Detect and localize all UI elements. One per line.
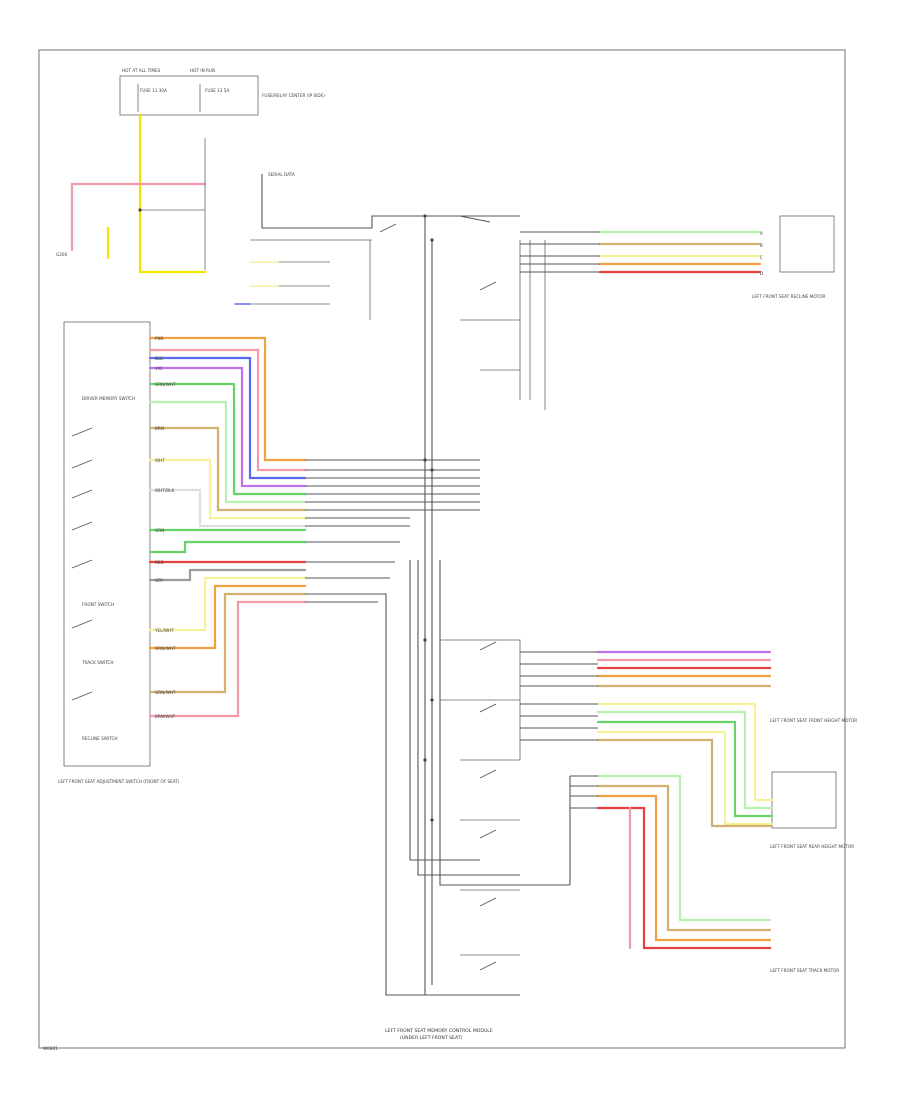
rear-height-motor-label: LEFT FRONT SEAT REAR HEIGHT MOTOR [770,844,854,849]
driver-memory-label: DRIVER MEMORY SWITCH [82,396,135,401]
module-bus [369,216,570,995]
rear-height-motor-group: LEFT FRONT SEAT REAR HEIGHT MOTOR [520,702,854,849]
wire-label-8: RED [155,560,164,565]
fuse-left-label: FUSE 11 30A [140,88,167,93]
diagram-border [38,49,846,1049]
motor-pin-c: C [760,255,763,260]
wire-label-9: GRY [155,578,164,583]
fuse-panel-box [119,75,259,116]
motor-pin-a: A [760,231,763,236]
front-height-motor-label: LEFT FRONT SEAT FRONT HEIGHT MOTOR [770,718,857,723]
wire-label-6: WHT/BLK [155,488,174,493]
wire-label-10: YEL/WHT [154,628,174,633]
wire-label-1: BLU [155,356,163,361]
motor-pin-b: B [760,243,763,248]
wire-label-12: GRN/WHT [155,690,176,695]
wire-label-5: WHT [155,458,165,463]
fuse-panel: HOT AT ALL TIMES HOT IN RUN FUSE 11 30A … [119,68,325,116]
ground-label: G200 [56,252,68,257]
wire-label-3: GRN/WHT [155,382,176,387]
track-motor-label: LEFT FRONT SEAT TRACK MOTOR [770,968,839,973]
junction-dots [138,208,434,822]
front-height-motor-group: LEFT FRONT SEAT FRONT HEIGHT MOTOR [520,650,857,723]
track-motor-group: LEFT FRONT SEAT TRACK MOTOR [569,774,839,973]
module-input-lines [305,459,520,996]
wire-label-0: PNK [155,336,164,341]
wire-label-7: GRN [155,528,164,533]
harness-labels: PNK BLU VIO GRN/WHT BRN WHT WHT/BLK GRN … [154,336,176,719]
wire-label-11: ORN/WHT [155,646,176,651]
fuse-panel-caption: FUSE/RELAY CENTER (IP SIDE) [262,93,325,98]
recline-switch-label: RECLINE SWITCH [82,736,118,741]
fuse-left-header: HOT AT ALL TIMES [122,68,161,73]
module-relays [379,215,521,971]
recline-motor-group: LEFT FRONT SEAT RECLINE MOTOR [520,215,835,299]
module-title-line1: LEFT FRONT SEAT MEMORY CONTROL MODULE [385,1028,493,1034]
motor-pin-d: D [760,271,763,276]
diagram-code: W0801 [43,1046,58,1051]
switch-harness [148,336,307,718]
module-title-line2: (UNDER LEFT FRONT SEAT) [400,1035,463,1041]
seat-switch-caption: LEFT FRONT SEAT ADJUSTMENT SWITCH (FRONT… [58,779,180,784]
front-switch-label: FRONT SWITCH [82,602,114,607]
fuse-right-label: FUSE 13 5A [205,88,229,93]
wire-pink-feed [70,182,207,252]
switch-group: DRIVER MEMORY SWITCH FRONT SWITCH TRACK … [71,396,135,741]
wire-label-4: BRN [155,426,164,431]
serial-data-label: SERIAL DATA [268,172,295,177]
seat-switch-panel [63,321,151,767]
wire-yellow-feed [138,113,207,274]
motor-pins: A B C D [760,231,763,276]
fuse-right-header: HOT IN RUN [190,68,215,73]
wire-label-13: BRN/WHT [155,714,176,719]
track-switch-label: TRACK SWITCH [81,660,114,665]
recline-motor-label: LEFT FRONT SEAT RECLINE MOTOR [752,294,825,299]
wire-label-2: VIO [155,366,163,371]
